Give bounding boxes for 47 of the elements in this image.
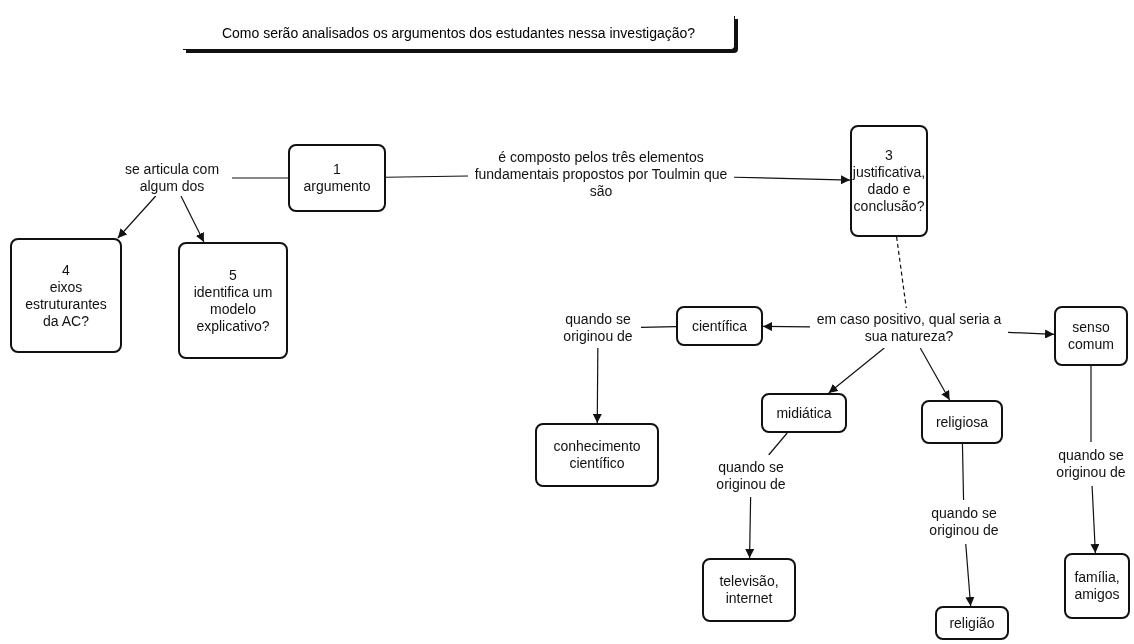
concept-label: eixos estruturantes da AC? — [24, 278, 108, 330]
concept-box — [10, 238, 122, 353]
concept-box — [1054, 306, 1128, 366]
concept-number: 1 — [333, 161, 341, 178]
concept-box — [288, 144, 386, 212]
concept-box — [535, 423, 659, 487]
arrow — [762, 322, 811, 332]
concept-label: religiosa — [935, 413, 989, 431]
concept-box — [761, 393, 847, 433]
concept-label: midiática — [776, 404, 832, 422]
connector-line — [768, 432, 788, 456]
concept-box — [921, 400, 1003, 444]
concept-label: justificativa, dado e conclusão? — [852, 164, 926, 215]
concept-label: científica — [691, 317, 748, 335]
concept-box — [850, 125, 928, 237]
connector-line — [385, 175, 469, 178]
connector-line — [640, 326, 677, 328]
arrow — [965, 543, 975, 607]
concept-box — [702, 558, 796, 622]
arrow — [828, 347, 885, 394]
connector-line — [961, 443, 965, 501]
concept-label: televisão, internet — [718, 573, 780, 607]
connector-line — [896, 236, 907, 309]
arrow — [733, 175, 851, 185]
arrow — [745, 496, 755, 559]
concept-label: religião — [949, 614, 995, 632]
connector-line — [231, 177, 289, 179]
concept-label: senso comum — [1067, 319, 1115, 353]
arrow — [117, 195, 157, 239]
concept-number: 4 — [62, 261, 70, 279]
concept-number: 3 — [885, 147, 893, 164]
title-banner: Como serão analisados os argumentos dos estudantes nessa investigação? — [183, 16, 735, 50]
concept-box — [178, 242, 288, 359]
concept-label: conhecimento científico — [552, 438, 642, 472]
arrow — [1090, 485, 1100, 554]
arrow — [180, 195, 205, 243]
arrow — [1007, 329, 1055, 339]
arrow — [592, 347, 602, 424]
concept-label: argumento — [303, 178, 371, 195]
concept-label: família, amigos — [1073, 569, 1121, 603]
concept-box — [935, 606, 1009, 640]
arrow — [919, 347, 951, 401]
concept-box — [1064, 553, 1130, 619]
concept-label: identifica um modelo explicativo? — [192, 283, 274, 335]
concept-box — [676, 306, 763, 346]
connector-line — [1090, 365, 1092, 443]
concept-number: 5 — [229, 266, 237, 284]
